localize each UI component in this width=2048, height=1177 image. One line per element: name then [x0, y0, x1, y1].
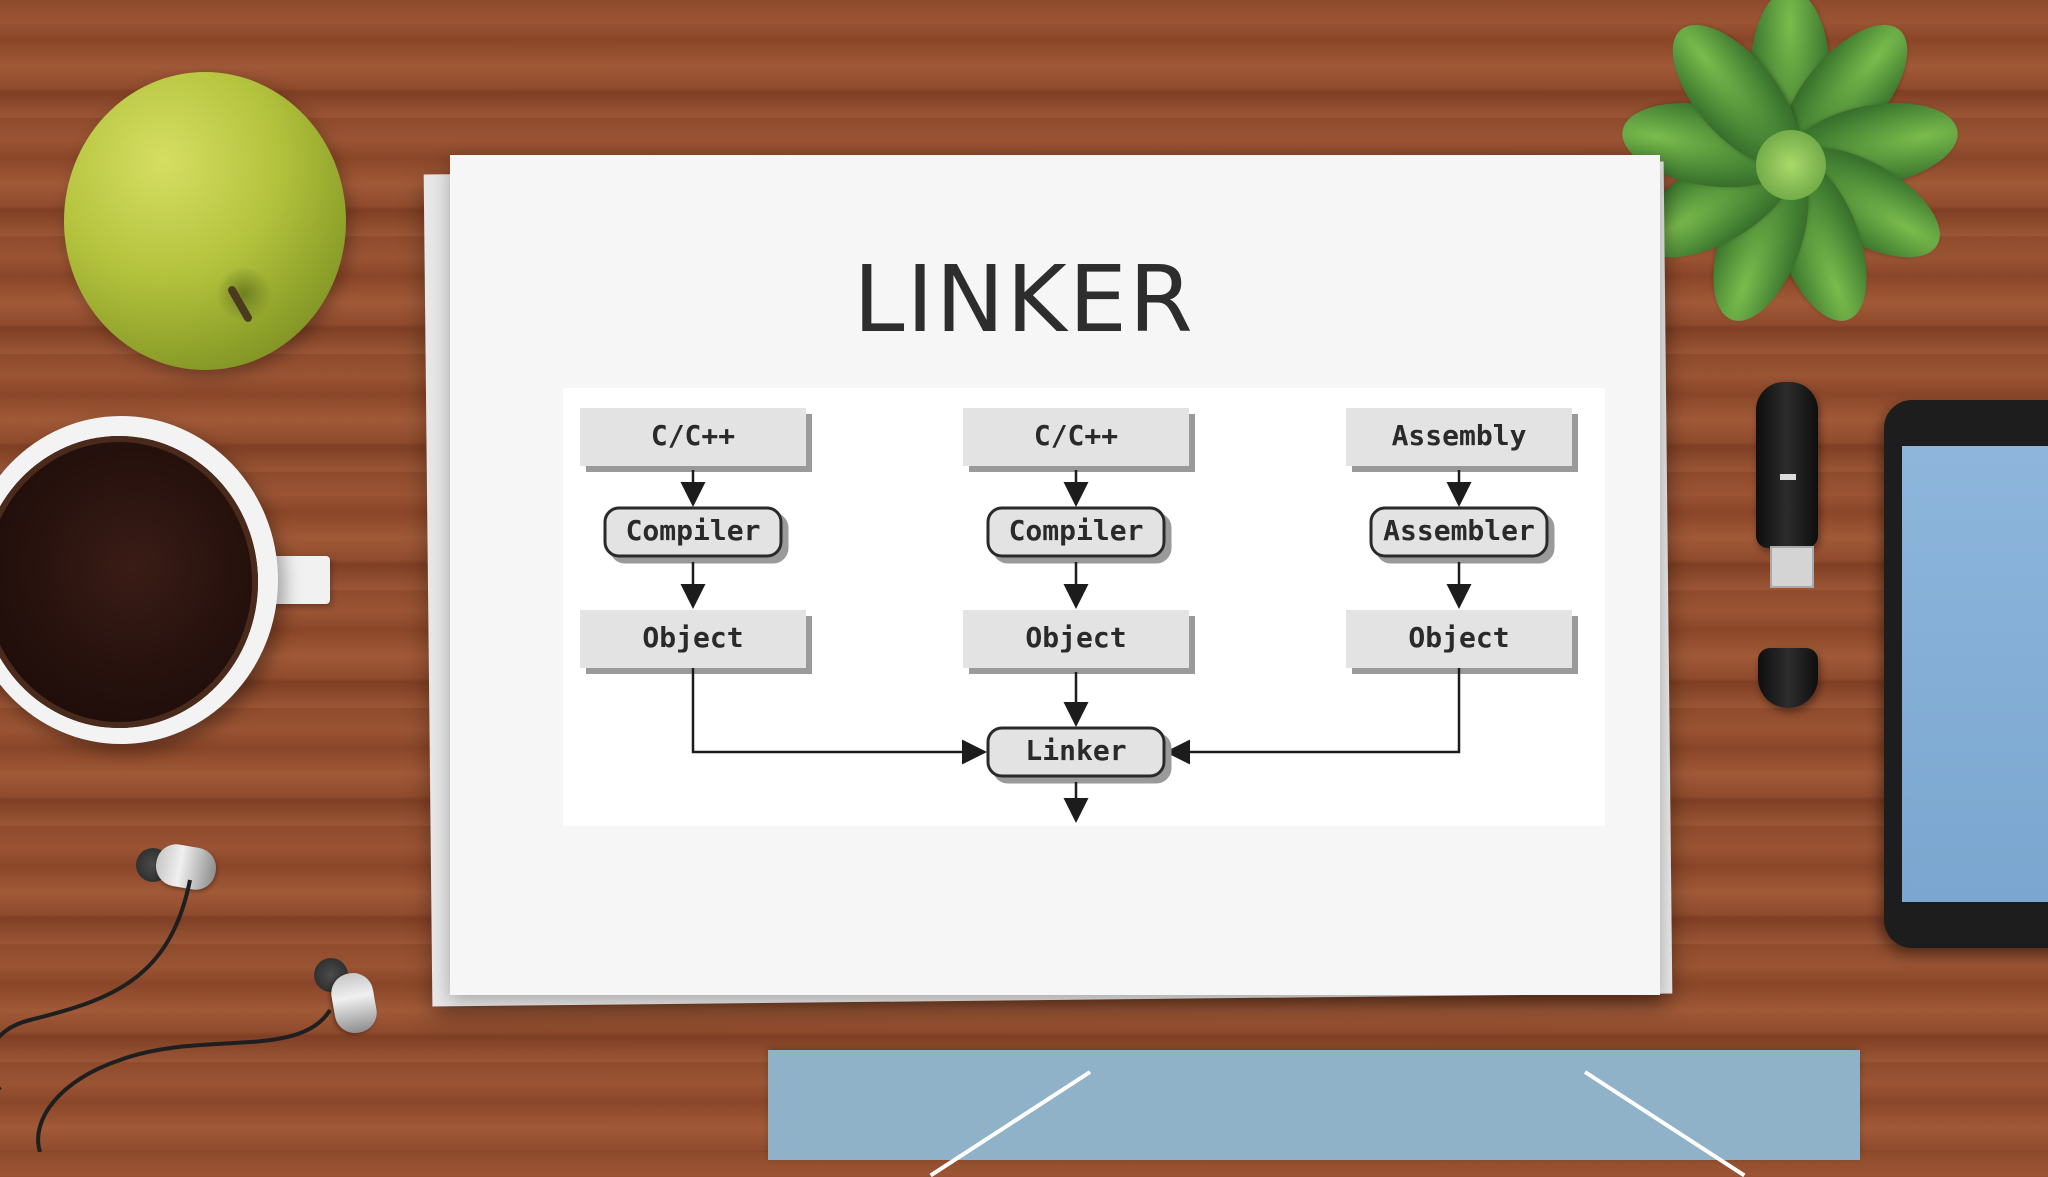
source-box: [1346, 408, 1572, 466]
linker-box: [986, 726, 1166, 778]
linker-label: Linker: [1025, 734, 1126, 767]
earphone-cable: [0, 879, 332, 1152]
usb-drive-led: [1780, 474, 1796, 480]
arrow-left-object-to-linker: [691, 668, 987, 765]
source-box: [963, 408, 1189, 466]
object-box: [580, 610, 806, 668]
plant-center: [1756, 130, 1826, 200]
source-label: Assembly: [1392, 419, 1527, 452]
tool-label: Compiler: [626, 514, 761, 547]
page-title: LINKER: [853, 246, 1195, 353]
tool-box: [1369, 506, 1549, 558]
coffee-surface: [0, 436, 258, 728]
blue-folder: [768, 1050, 1860, 1160]
arrow-right-object-to-linker: [1165, 668, 1461, 765]
object-label: Object: [1025, 621, 1126, 654]
usb-drive-body: [1756, 382, 1818, 548]
object-box: [963, 610, 1189, 668]
tool-label: Assembler: [1383, 514, 1535, 547]
source-label: C/C++: [651, 419, 735, 452]
usb-drive-cap: [1758, 648, 1818, 708]
smartphone-screen: [1902, 446, 2048, 902]
object-label: Object: [1408, 621, 1509, 654]
object-box: [1346, 610, 1572, 668]
tool-box: [986, 506, 1166, 558]
tool-box: [603, 506, 783, 558]
object-label: Object: [642, 621, 743, 654]
tool-label: Compiler: [1009, 514, 1144, 547]
succulent-plant: [1580, 0, 2030, 340]
source-label: C/C++: [1034, 419, 1118, 452]
source-box: [580, 408, 806, 466]
apple-decoration: [64, 72, 346, 370]
usb-drive-plug: [1770, 546, 1814, 588]
